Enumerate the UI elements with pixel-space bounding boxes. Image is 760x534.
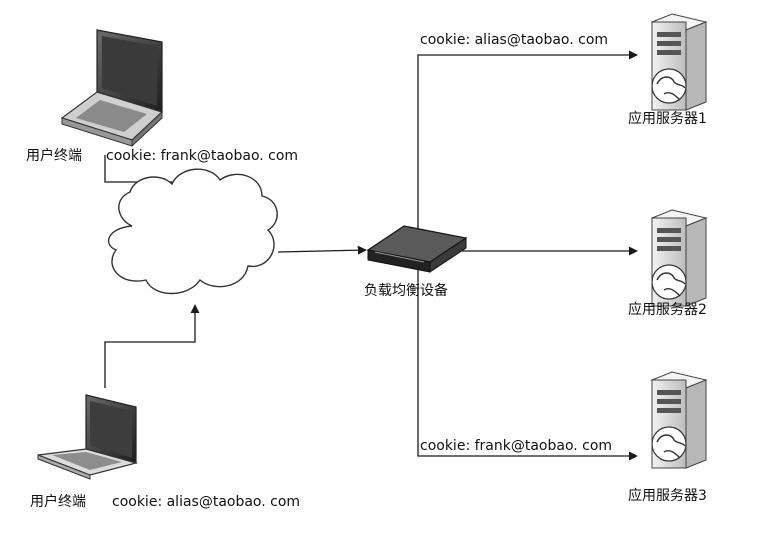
server-label: 应用服务器1 <box>628 111 707 127</box>
load-balancer-label: 负载均衡设备 <box>364 283 448 299</box>
connection-lines <box>104 50 638 461</box>
terminal-label: 用户终端 <box>26 148 82 164</box>
laptop-icon <box>60 29 164 148</box>
route-cookie-label: cookie: alias@taobao. com <box>420 32 609 48</box>
link-terminal2-to-cloud <box>104 304 200 388</box>
load-balancer-device-icon <box>366 225 468 273</box>
terminal-label: 用户终端 <box>30 494 86 510</box>
terminal-cookie-label: cookie: frank@taobao. com <box>106 148 299 164</box>
server-label: 应用服务器3 <box>628 488 707 504</box>
link-balancer-to-server1 <box>417 50 638 230</box>
server-icon <box>650 209 708 307</box>
internet-cloud <box>107 168 278 295</box>
laptop-icon <box>37 394 139 480</box>
link-balancer-to-server3 <box>417 268 638 461</box>
link-cloud-to-balancer <box>277 245 367 255</box>
route-cookie-label: cookie: frank@taobao. com <box>420 438 613 454</box>
server-icon <box>650 371 708 469</box>
server-label: 应用服务器2 <box>628 302 707 318</box>
terminal-cookie-label: cookie: alias@taobao. com <box>112 494 301 510</box>
server-icon <box>650 13 708 111</box>
